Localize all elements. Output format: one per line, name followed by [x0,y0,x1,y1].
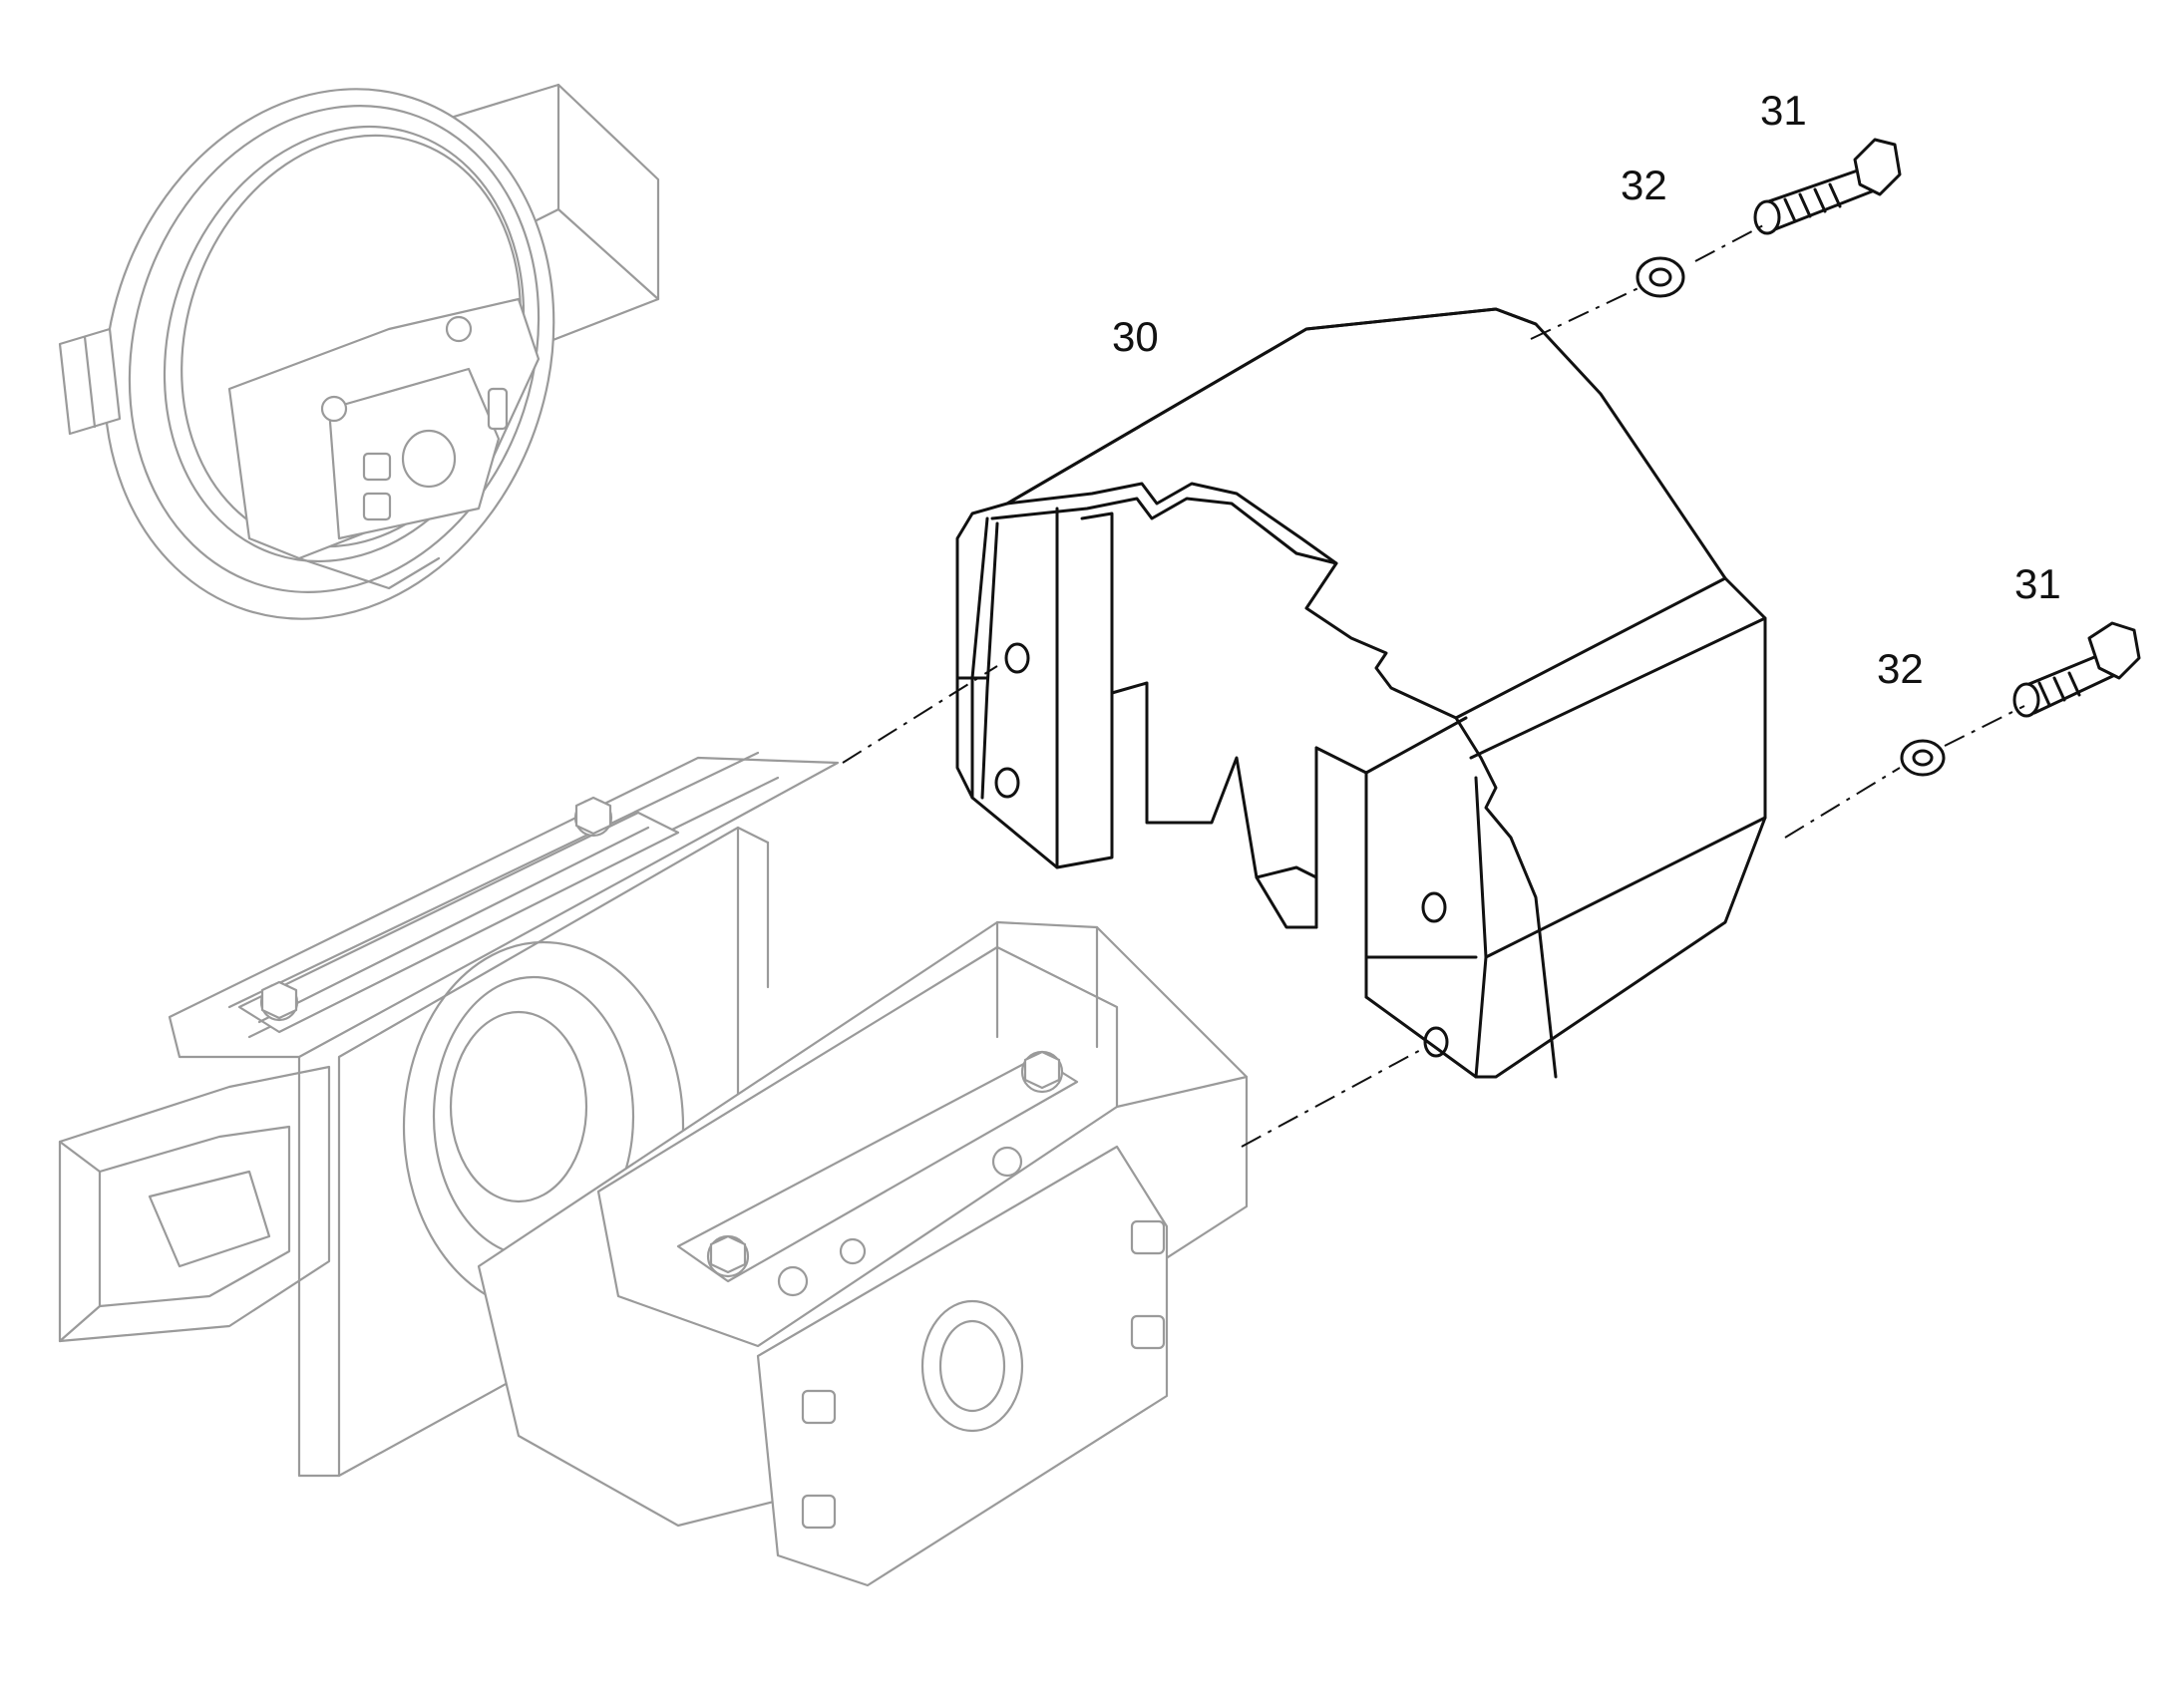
label-31-top: 31 [1760,87,1807,134]
inset-side-stub [58,327,122,436]
washer-part-32-top [1635,256,1685,298]
assembly-axis-lines [842,223,2025,1148]
label-32-top: 32 [1621,162,1667,208]
washer-part-32-bottom [1900,739,1946,777]
front-retainer-plate [756,1145,1169,1587]
idler-bracket [227,297,541,590]
label-30: 30 [1112,313,1159,360]
ghost-bolt-heads [260,796,1061,1274]
guard-cover-part-30 [955,307,1767,1079]
label-32-bottom: 32 [1877,645,1924,692]
left-yoke-block [58,1065,331,1343]
bolt-part-31-top [1753,138,1902,235]
callout-labels: 30 32 31 32 31 [1112,87,2061,692]
label-31-bottom: 31 [2014,560,2061,607]
bolt-part-31-bottom [2012,621,2141,718]
track-frame-assembly [58,751,1249,1587]
idler-assembly-inset [58,83,660,620]
